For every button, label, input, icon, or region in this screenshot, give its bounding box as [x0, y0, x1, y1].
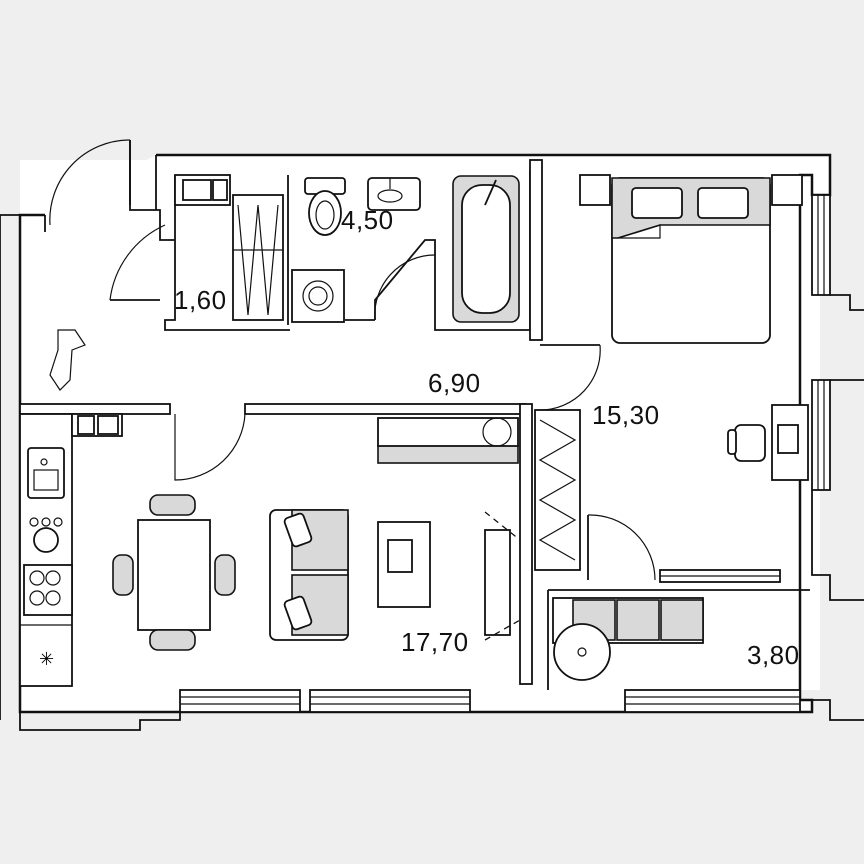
svg-text:✳: ✳: [39, 649, 54, 670]
balcony-area-label: 3,80: [747, 640, 800, 670]
living-furniture: [269, 417, 521, 641]
wardrobe: [534, 409, 581, 571]
bedroom-furniture: [579, 174, 809, 481]
bathroom-fixtures: [291, 175, 520, 323]
hallway-area-label: 6,90: [428, 368, 481, 398]
living-area-label: 17,70: [401, 627, 469, 657]
hallway-decor: [49, 329, 86, 391]
dining-set: [112, 494, 236, 651]
balcony: [552, 597, 704, 681]
entrance-door: [44, 139, 131, 232]
interior-walls: [19, 159, 810, 690]
kitchen: ✳: [19, 413, 123, 687]
bedroom-area-label: 15,30: [592, 400, 660, 430]
storage-area-label: 1,60: [174, 285, 227, 315]
storage-room: [174, 174, 284, 321]
bathroom-area-label: 4,50: [341, 205, 394, 235]
